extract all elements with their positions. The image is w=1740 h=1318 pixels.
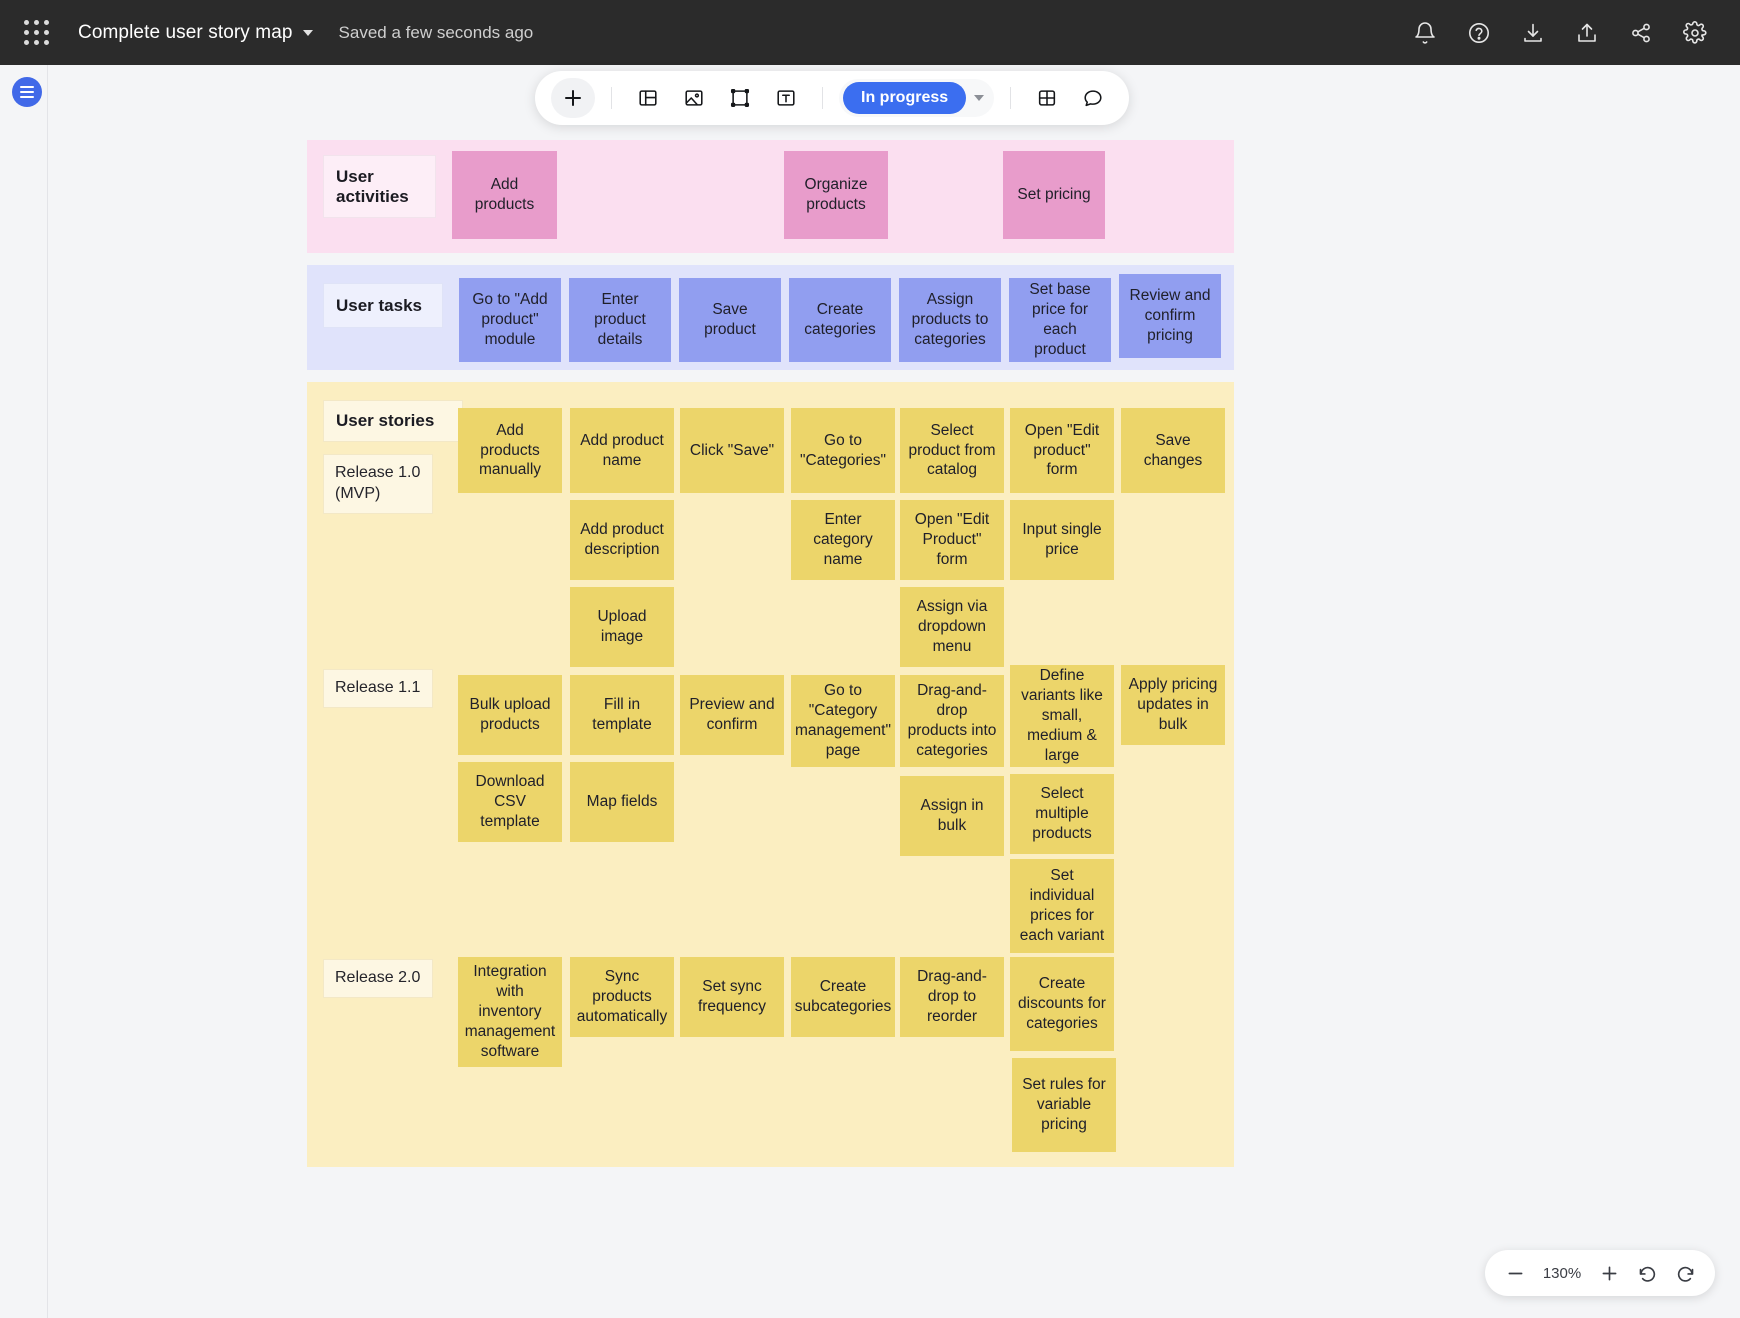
share-icon[interactable] [1628, 20, 1654, 46]
sticky-card[interactable]: Drag-and-drop products into categories [900, 675, 1004, 767]
sticky-card[interactable]: Assign in bulk [900, 776, 1004, 856]
upload-icon[interactable] [1574, 20, 1600, 46]
story-map: User activities Add products Organize pro… [307, 140, 1234, 1167]
sticky-card[interactable]: Define variants like small, medium & lar… [1010, 665, 1114, 767]
sticky-card[interactable]: Open "Edit product" form [1010, 408, 1114, 493]
help-question-icon[interactable] [1466, 20, 1492, 46]
sticky-card[interactable]: Go to "Categories" [791, 408, 895, 493]
release-label[interactable]: Release 1.0 (MVP) [323, 454, 433, 514]
sticky-card[interactable]: Apply pricing updates in bulk [1121, 665, 1225, 745]
chevron-down-icon[interactable] [302, 29, 313, 36]
zoom-out-icon[interactable] [1503, 1261, 1527, 1285]
toolbar-divider-2 [822, 87, 823, 109]
sticky-card[interactable]: Set base price for each product [1009, 278, 1111, 362]
floating-toolbar: In progress [535, 71, 1130, 125]
zoom-level[interactable]: 130% [1542, 1264, 1582, 1282]
chevron-down-icon[interactable] [974, 95, 985, 101]
sticky-card[interactable]: Add product description [570, 500, 674, 580]
sticky-card[interactable]: Drag-and-drop to reorder [900, 957, 1004, 1037]
sticky-card[interactable]: Review and confirm pricing [1119, 274, 1221, 358]
sticky-card[interactable]: Save changes [1121, 408, 1225, 493]
release-label[interactable]: Release 2.0 [323, 959, 433, 998]
sticky-card[interactable]: Set pricing [1003, 151, 1105, 239]
sticky-card[interactable]: Create categories [789, 278, 891, 362]
sticky-card[interactable]: Open "Edit Product" form [900, 500, 1004, 580]
row-label-tasks: User tasks [323, 283, 443, 328]
text-icon[interactable] [766, 78, 806, 118]
image-icon[interactable] [674, 78, 714, 118]
notifications-bell-icon[interactable] [1412, 20, 1438, 46]
document-title[interactable]: Complete user story map [78, 22, 313, 44]
sticky-card[interactable]: Preview and confirm [680, 675, 784, 755]
frame-layout-icon[interactable] [628, 78, 668, 118]
sticky-card[interactable]: Add product name [570, 408, 674, 493]
sticky-card[interactable]: Save product [679, 278, 781, 362]
saved-status: Saved a few seconds ago [338, 22, 534, 42]
sticky-card[interactable]: Fill in template [570, 675, 674, 755]
download-icon[interactable] [1520, 20, 1546, 46]
sticky-card[interactable]: Upload image [570, 587, 674, 667]
canvas[interactable]: In progress User activities Add products… [48, 65, 1740, 1318]
comment-bubble-icon[interactable] [1073, 78, 1113, 118]
zoom-control: 130% [1485, 1250, 1715, 1296]
sticky-card[interactable]: Assign via dropdown menu [900, 587, 1004, 667]
zoom-in-icon[interactable] [1597, 1261, 1621, 1285]
table-grid-icon[interactable] [1027, 78, 1067, 118]
sticky-card[interactable]: Input single price [1010, 500, 1114, 580]
sticky-card[interactable]: Select product from catalog [900, 408, 1004, 493]
sticky-card[interactable]: Enter category name [791, 500, 895, 580]
grid-apps-icon[interactable] [18, 14, 56, 52]
sticky-card[interactable]: Click "Save" [680, 408, 784, 493]
undo-icon[interactable] [1635, 1261, 1659, 1285]
document-title-text: Complete user story map [78, 21, 293, 43]
activities-band: User activities Add products Organize pro… [307, 140, 1234, 253]
sticky-card[interactable]: Go to "Category management" page [791, 675, 895, 767]
sticky-card[interactable]: Sync products automatically [570, 957, 674, 1037]
shape-select-icon[interactable] [720, 78, 760, 118]
sticky-card[interactable]: Assign products to categories [899, 278, 1001, 362]
toolbar-divider-3 [1010, 87, 1012, 109]
row-label-activities: User activities [323, 155, 436, 218]
status-selector[interactable]: In progress [839, 79, 995, 117]
sticky-card[interactable]: Create subcategories [791, 957, 895, 1037]
sticky-card[interactable]: Bulk upload products [458, 675, 562, 755]
sticky-card[interactable]: Integration with inventory management so… [458, 957, 562, 1067]
sticky-card[interactable]: Create discounts for categories [1010, 957, 1114, 1051]
left-rail [0, 65, 48, 1318]
row-label-stories: User stories [323, 400, 463, 442]
top-bar: Complete user story map Saved a few seco… [0, 0, 1740, 65]
sticky-card[interactable]: Set individual prices for each variant [1010, 859, 1114, 953]
redo-icon[interactable] [1673, 1261, 1697, 1285]
sticky-card[interactable]: Add products [452, 151, 557, 239]
sticky-card[interactable]: Set sync frequency [680, 957, 784, 1037]
hamburger-menu-icon[interactable] [12, 77, 42, 107]
release-label[interactable]: Release 1.1 [323, 669, 433, 708]
toolbar-divider [611, 87, 612, 109]
stories-band: User stories Release 1.0 (MVP) Release 1.… [307, 382, 1234, 1167]
status-badge[interactable]: In progress [843, 82, 967, 114]
sticky-card[interactable]: Go to "Add product" module [459, 278, 561, 362]
sticky-card[interactable]: Download CSV template [458, 762, 562, 842]
sticky-card[interactable]: Enter product details [569, 278, 671, 362]
topbar-actions [1412, 20, 1740, 46]
sticky-card[interactable]: Add products manually [458, 408, 562, 493]
sticky-card[interactable]: Set rules for variable pricing [1012, 1058, 1116, 1152]
add-button[interactable] [551, 78, 595, 118]
settings-gear-icon[interactable] [1682, 20, 1708, 46]
sticky-card[interactable]: Select multiple products [1010, 774, 1114, 854]
sticky-card[interactable]: Map fields [570, 762, 674, 842]
sticky-card[interactable]: Organize products [784, 151, 888, 239]
